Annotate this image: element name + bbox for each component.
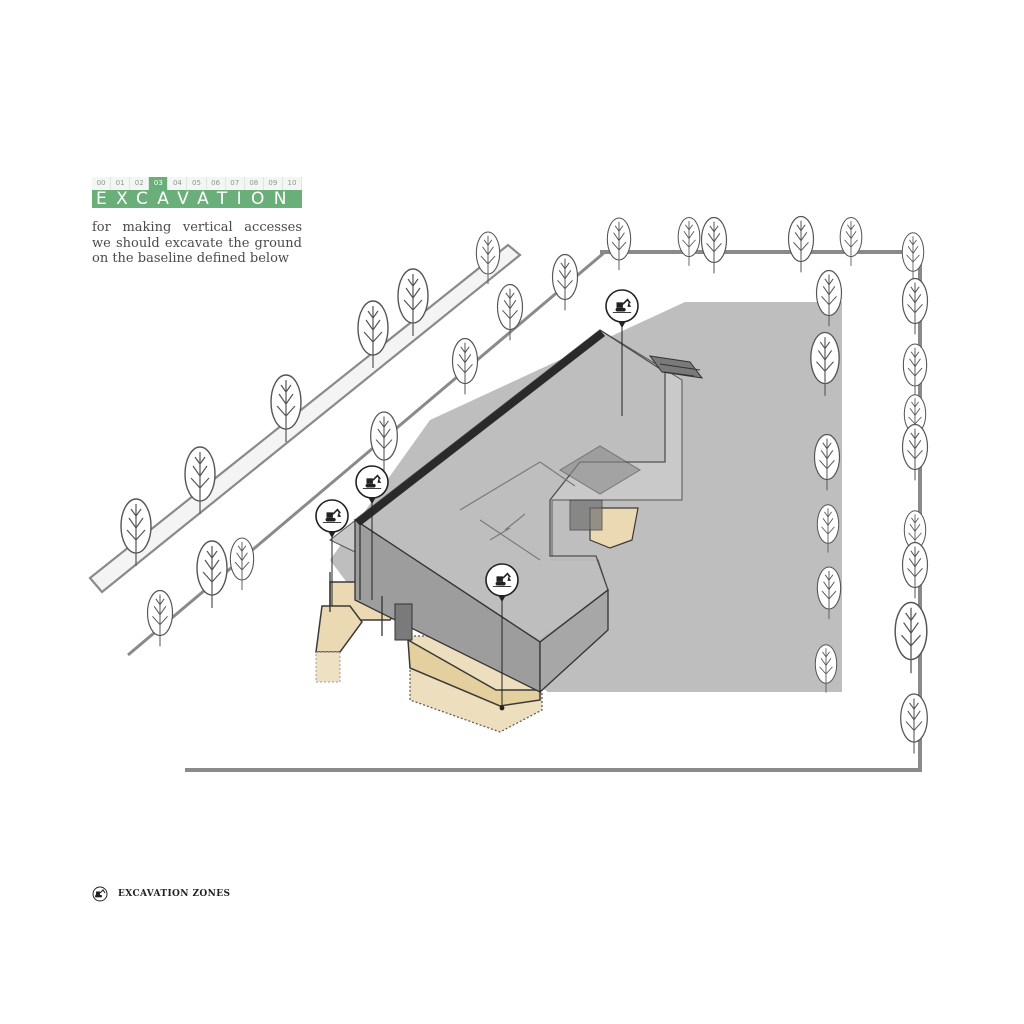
marker (355, 465, 389, 600)
building (329, 329, 704, 694)
step-03-active: 03 (149, 177, 169, 190)
description-text: for making vertical accesses we should e… (92, 220, 302, 266)
step-02: 02 (130, 177, 150, 190)
step-06: 06 (206, 177, 226, 190)
tree-icon (146, 589, 174, 647)
step-indicator: 00 01 02 03 04 05 06 07 08 09 10 (92, 177, 303, 190)
tree-icon (894, 601, 928, 674)
legend: EXCAVATION ZONES (92, 886, 230, 902)
tree-icon (551, 253, 579, 311)
title-banner: EXCAVATION (92, 190, 302, 208)
step-05: 05 (187, 177, 207, 190)
step-01: 01 (111, 177, 131, 190)
step-07: 07 (225, 177, 245, 190)
step-00: 00 (92, 177, 112, 190)
tree-icon (787, 215, 815, 273)
tree-icon (700, 216, 728, 274)
tree-icon (370, 411, 398, 473)
tree-icon (229, 537, 255, 591)
excavator-icon (92, 886, 108, 902)
marker (315, 499, 349, 606)
step-04: 04 (168, 177, 188, 190)
tree-icon (451, 337, 479, 395)
tree-icon (196, 540, 228, 609)
step-08: 08 (244, 177, 264, 190)
tree-icon (902, 343, 928, 397)
tree-icon (496, 283, 524, 341)
step-09: 09 (263, 177, 283, 190)
marker (605, 289, 639, 416)
tree-icon (606, 217, 632, 271)
tree-icon (839, 216, 863, 267)
legend-label: EXCAVATION ZONES (118, 889, 231, 899)
tree-icon (901, 423, 929, 481)
tree-icon (900, 693, 928, 755)
tree-icon (901, 541, 929, 599)
tree-icon (677, 216, 701, 267)
excavation-markers (315, 289, 639, 711)
step-10: 10 (282, 177, 303, 190)
tree-icon (901, 277, 929, 335)
marker (485, 563, 519, 711)
site-boundary (185, 250, 922, 772)
